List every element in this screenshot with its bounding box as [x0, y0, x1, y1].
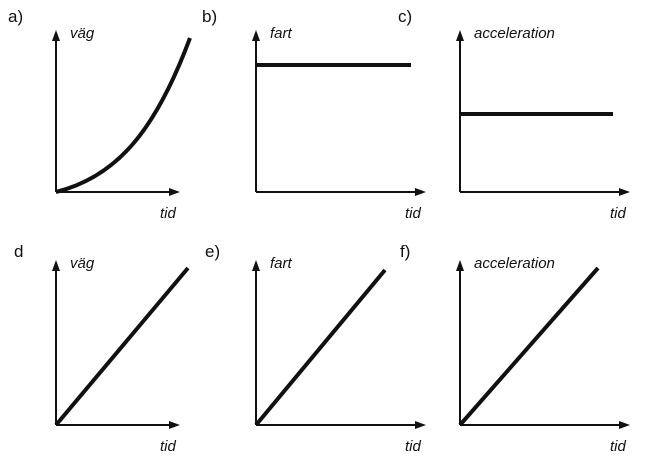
x-axis-arrow-icon — [415, 188, 426, 196]
panel-label: c) — [398, 7, 412, 26]
y-axis-arrow-icon — [456, 30, 464, 41]
x-axis-label: tid — [160, 438, 177, 455]
x-axis-label: tid — [405, 438, 422, 455]
graph-panel-5: e) fart tid — [205, 242, 426, 455]
y-axis-label: väg — [70, 25, 95, 42]
x-axis-arrow-icon — [169, 421, 180, 429]
x-axis-arrow-icon — [169, 188, 180, 196]
graph-curve — [458, 266, 600, 427]
graph-curve — [54, 266, 190, 427]
panel-label: d — [14, 242, 23, 261]
x-axis-label: tid — [610, 438, 627, 455]
graph-panel-1: a) väg tid — [8, 7, 192, 222]
panel-label: f) — [400, 242, 410, 261]
x-axis-arrow-icon — [619, 421, 630, 429]
y-axis-arrow-icon — [456, 260, 464, 271]
x-axis-label: tid — [405, 205, 422, 222]
y-axis-label: acceleration — [474, 255, 555, 272]
y-axis-arrow-icon — [252, 260, 260, 271]
y-axis-arrow-icon — [52, 260, 60, 271]
graph-curve — [254, 268, 387, 427]
y-axis-arrow-icon — [52, 30, 60, 41]
y-axis-label: acceleration — [474, 25, 555, 42]
graph-panel-2: b) fart tid — [202, 7, 426, 222]
x-axis-arrow-icon — [415, 421, 426, 429]
graph-panel-3: c) acceleration tid — [398, 7, 630, 222]
panel-label: e) — [205, 242, 220, 261]
x-axis-label: tid — [610, 205, 627, 222]
graph-panel-4: d väg tid — [14, 242, 190, 455]
graph-panel-6: f) acceleration tid — [400, 242, 630, 455]
y-axis-label: fart — [270, 25, 293, 42]
panel-label: b) — [202, 7, 217, 26]
y-axis-label: fart — [270, 255, 293, 272]
y-axis-label: väg — [70, 255, 95, 272]
panel-label: a) — [8, 7, 23, 26]
x-axis-label: tid — [160, 205, 177, 222]
y-axis-arrow-icon — [252, 30, 260, 41]
graph-curve — [55, 37, 192, 194]
x-axis-arrow-icon — [619, 188, 630, 196]
